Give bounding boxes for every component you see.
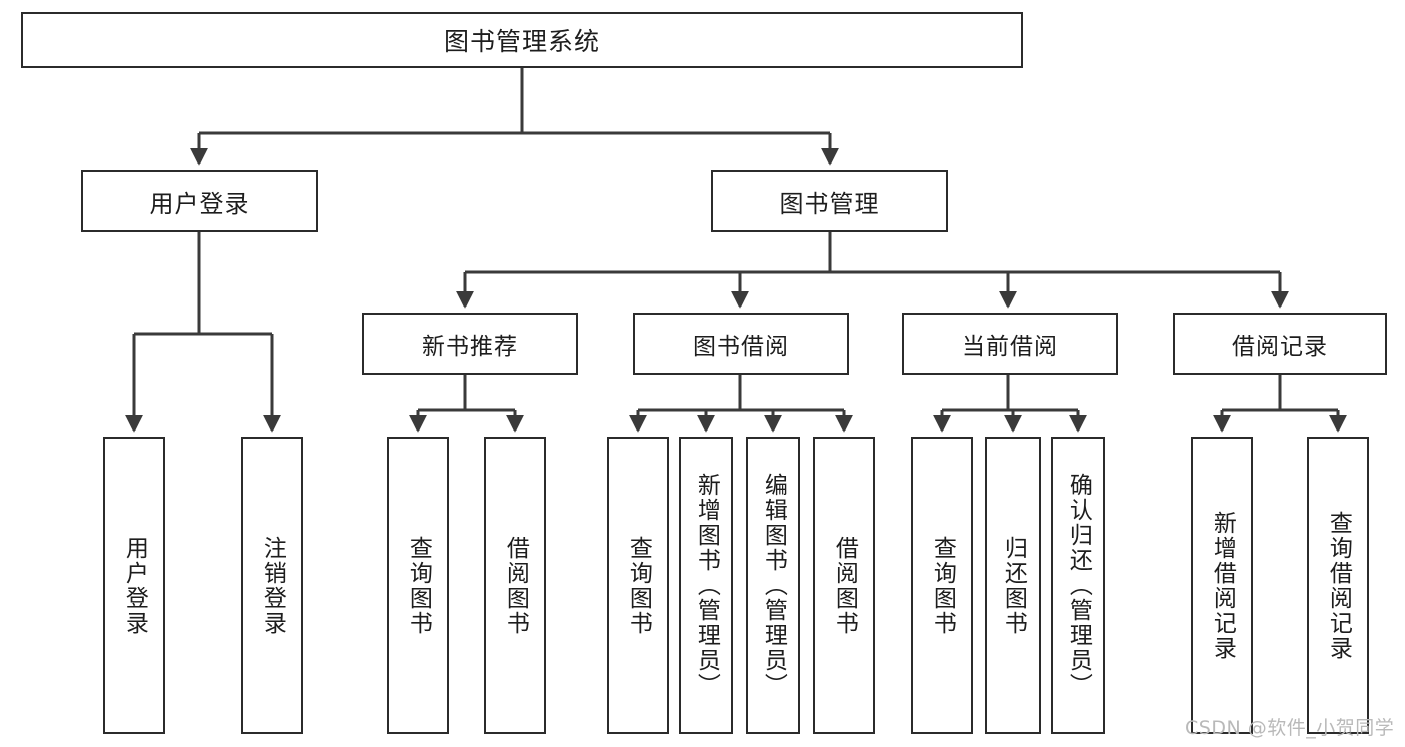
node-leaf-borrow-book-1-label: 借阅图书 xyxy=(502,535,529,636)
node-leaf-query-book-3-label: 查询图书 xyxy=(929,535,956,636)
node-leaf-edit-book-label: 编辑图书（管理员） xyxy=(760,473,787,698)
node-new-book-rec[interactable]: 新书推荐 xyxy=(362,313,578,375)
node-root-label: 图书管理系统 xyxy=(443,27,600,56)
node-leaf-query-record[interactable]: 查询借阅记录 xyxy=(1307,437,1369,734)
node-leaf-query-book-1[interactable]: 查询图书 xyxy=(387,437,449,734)
node-book-borrow[interactable]: 图书借阅 xyxy=(633,313,849,375)
node-leaf-add-book-label: 新增图书（管理员） xyxy=(693,473,720,698)
node-leaf-return-book-label: 归还图书 xyxy=(1000,535,1027,636)
node-leaf-user-login[interactable]: 用户登录 xyxy=(103,437,165,734)
node-leaf-confirm-return[interactable]: 确认归还（管理员） xyxy=(1051,437,1105,734)
node-borrow-record[interactable]: 借阅记录 xyxy=(1173,313,1387,375)
node-leaf-query-book-2[interactable]: 查询图书 xyxy=(607,437,669,734)
node-user-login[interactable]: 用户登录 xyxy=(81,170,318,232)
node-book-borrow-label: 图书借阅 xyxy=(693,334,789,360)
node-leaf-confirm-return-label: 确认归还（管理员） xyxy=(1065,473,1092,698)
node-leaf-query-record-label: 查询借阅记录 xyxy=(1325,510,1352,661)
node-user-login-label: 用户登录 xyxy=(149,189,250,218)
node-leaf-return-book[interactable]: 归还图书 xyxy=(985,437,1041,734)
node-leaf-borrow-book-2-label: 借阅图书 xyxy=(831,535,858,636)
node-new-book-rec-label: 新书推荐 xyxy=(422,334,518,360)
node-leaf-borrow-book-2[interactable]: 借阅图书 xyxy=(813,437,875,734)
node-book-manage-label: 图书管理 xyxy=(779,189,880,218)
node-leaf-borrow-book-1[interactable]: 借阅图书 xyxy=(484,437,546,734)
node-root[interactable]: 图书管理系统 xyxy=(21,12,1023,68)
node-leaf-query-book-2-label: 查询图书 xyxy=(625,535,652,636)
node-borrow-record-label: 借阅记录 xyxy=(1232,334,1328,360)
node-book-manage[interactable]: 图书管理 xyxy=(711,170,948,232)
node-leaf-edit-book[interactable]: 编辑图书（管理员） xyxy=(746,437,800,734)
node-leaf-query-book-1-label: 查询图书 xyxy=(405,535,432,636)
node-leaf-add-record-label: 新增借阅记录 xyxy=(1209,510,1236,661)
node-leaf-query-book-3[interactable]: 查询图书 xyxy=(911,437,973,734)
node-leaf-add-record[interactable]: 新增借阅记录 xyxy=(1191,437,1253,734)
node-leaf-add-book[interactable]: 新增图书（管理员） xyxy=(679,437,733,734)
node-leaf-user-login-label: 用户登录 xyxy=(121,535,148,636)
node-current-borrow-label: 当前借阅 xyxy=(962,334,1058,360)
node-current-borrow[interactable]: 当前借阅 xyxy=(902,313,1118,375)
node-leaf-logout-login-label: 注销登录 xyxy=(259,535,286,636)
node-leaf-logout-login[interactable]: 注销登录 xyxy=(241,437,303,734)
watermark: CSDN @软件_小贺同学 xyxy=(1185,717,1395,739)
